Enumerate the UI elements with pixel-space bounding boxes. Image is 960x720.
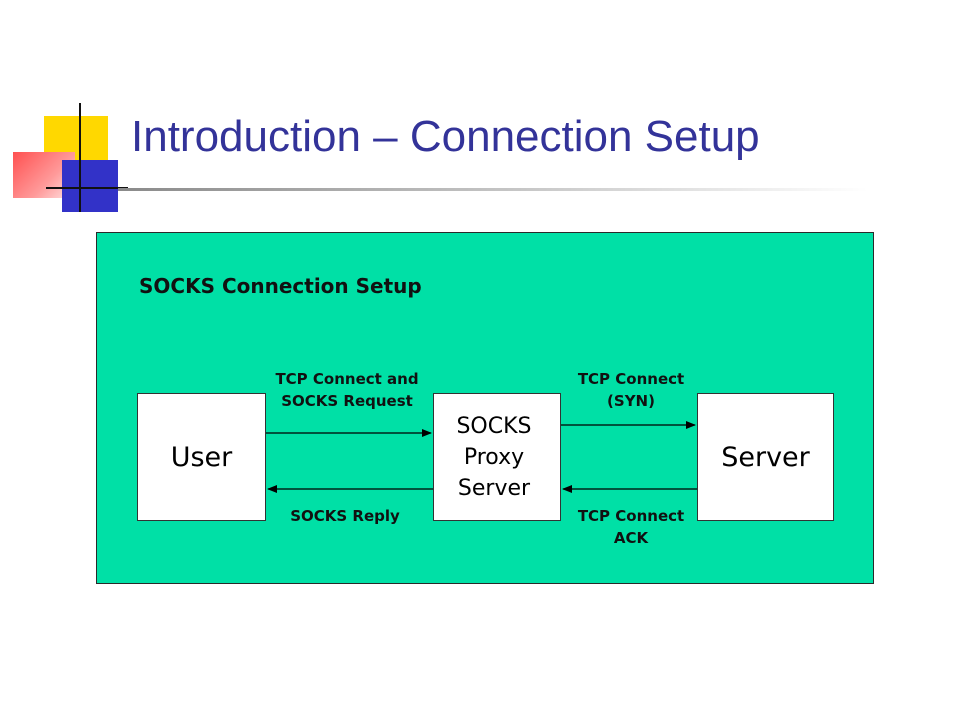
edge-label-tcp-connect-syn: TCP Connect (SYN) <box>543 368 719 412</box>
proxy-label-line-2: Proxy <box>463 444 525 470</box>
edge-label-tcp-connect-socks-request: TCP Connect and SOCKS Request <box>257 368 437 412</box>
edge-label-line: TCP Connect <box>577 507 685 525</box>
proxy-label-line-3: Server <box>457 475 531 501</box>
edge-label-line: ACK <box>613 529 649 547</box>
edge-label-line: TCP Connect and <box>275 370 419 388</box>
edge-label-socks-reply: SOCKS Reply <box>265 505 425 527</box>
title-underline <box>118 188 868 191</box>
user-node-label: User <box>170 441 233 473</box>
user-node: User <box>137 393 266 521</box>
logo-blue-square <box>62 160 118 212</box>
edge-label-tcp-connect-ack: TCP Connect ACK <box>543 505 719 549</box>
edge-label-line: SOCKS Reply <box>290 507 400 525</box>
edge-label-line: (SYN) <box>607 392 655 410</box>
server-node: Server <box>697 393 834 521</box>
edge-label-line: SOCKS Request <box>281 392 413 410</box>
proxy-label-line-1: SOCKS <box>456 413 532 439</box>
diagram-arrows <box>266 421 697 493</box>
diagram-heading: SOCKS Connection Setup <box>139 274 422 298</box>
logo-vertical-line <box>79 103 81 212</box>
slide-title: Introduction – Connection Setup <box>131 112 760 161</box>
diagram-panel: SOCKS Connection Setup User SOCKS Proxy … <box>96 232 874 584</box>
edge-label-line: TCP Connect <box>577 370 685 388</box>
server-node-label: Server <box>721 441 810 473</box>
logo-horizontal-line <box>46 187 128 189</box>
socks-proxy-node: SOCKS Proxy Server <box>433 393 561 521</box>
